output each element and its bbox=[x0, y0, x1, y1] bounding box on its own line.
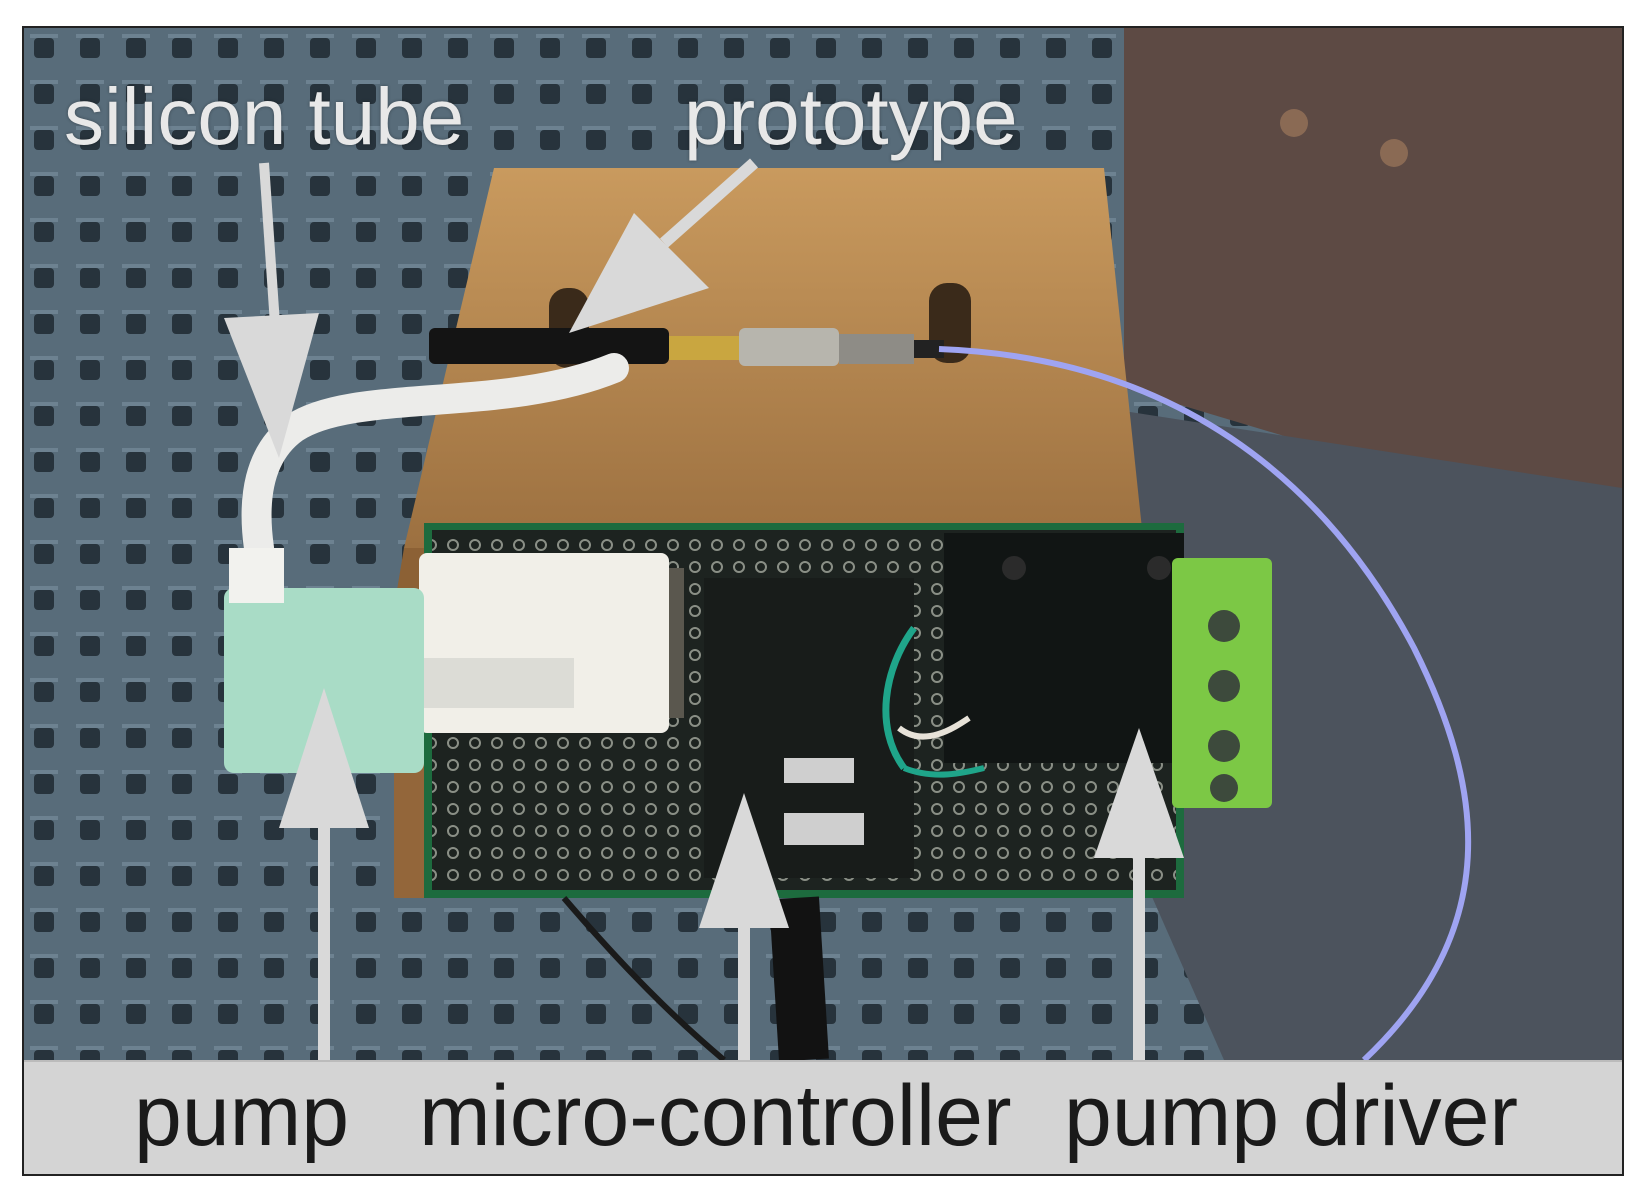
terminal-block bbox=[1172, 558, 1272, 808]
label-silicon-tube: silicon tube bbox=[64, 72, 465, 161]
label-pump-driver: pump driver bbox=[1064, 1068, 1519, 1164]
label-pump: pump bbox=[134, 1068, 350, 1164]
hardware-photo bbox=[24, 28, 1622, 1060]
background-mark bbox=[1380, 139, 1408, 167]
pump bbox=[224, 548, 669, 773]
arrow-silicon-tube bbox=[224, 162, 319, 458]
annotated-photo-figure: silicon tube prototype pump micro-contro… bbox=[22, 26, 1624, 1176]
arrow-prototype bbox=[569, 158, 758, 333]
background-panel bbox=[1124, 28, 1622, 508]
arrow-micro-controller bbox=[699, 793, 789, 1060]
caption-bar: pump micro-controller pump driver bbox=[24, 1060, 1622, 1174]
label-prototype: prototype bbox=[684, 72, 1018, 161]
usb-cable bbox=[769, 896, 829, 1060]
silicon-tube bbox=[241, 353, 629, 563]
coax-cable bbox=[938, 346, 1472, 1060]
arrow-pump bbox=[279, 688, 369, 1060]
arrow-pump-driver bbox=[1094, 728, 1184, 1060]
label-micro-controller: micro-controller bbox=[419, 1068, 1012, 1164]
background-mark bbox=[1280, 109, 1308, 137]
power-cable bbox=[561, 896, 726, 1060]
